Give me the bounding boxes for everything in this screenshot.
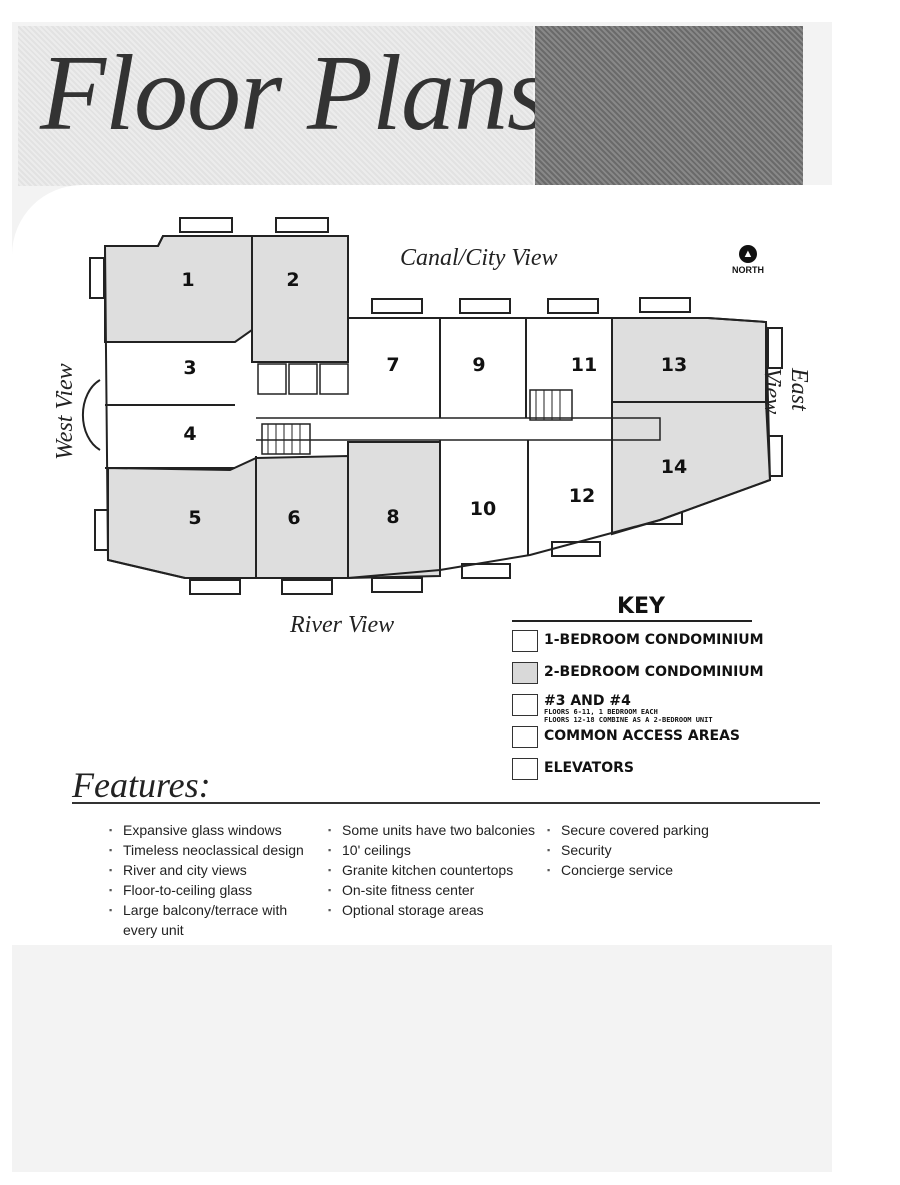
unit-number: 1 — [181, 269, 195, 291]
feature-item: Large balcony/terrace with every unit — [107, 900, 317, 940]
legend-sublabel: FLOORS 6-11, 1 BEDROOM EACH — [544, 708, 658, 716]
unit-number: 2 — [286, 269, 300, 291]
unit-number: 9 — [472, 354, 486, 376]
balcony — [639, 297, 691, 313]
features-column: Secure covered parking Security Concierg… — [545, 820, 765, 880]
unit-number: 14 — [660, 456, 688, 478]
north-compass: ▲ NORTH — [730, 245, 766, 275]
legend-label-group: #3 AND #4 FLOORS 6-11, 1 BEDROOM EACH FL… — [544, 694, 713, 724]
features-heading: Features: — [72, 765, 211, 805]
unit-number: 3 — [183, 357, 197, 379]
unit-number: 12 — [568, 485, 596, 507]
legend-sublabel: FLOORS 12-18 COMBINE AS A 2-BEDROOM UNIT — [544, 716, 713, 724]
north-label: NORTH — [732, 265, 764, 275]
legend-swatch — [512, 726, 538, 748]
balcony — [461, 563, 511, 579]
feature-item: Expansive glass windows — [107, 820, 317, 840]
west-view-label: West View — [52, 363, 78, 460]
unit-number: 8 — [386, 506, 400, 528]
unit-number: 13 — [660, 354, 688, 376]
feature-item: River and city views — [107, 860, 317, 880]
legend-item: ELEVATORS — [512, 758, 752, 790]
legend: KEY 1-BEDROOM CONDOMINIUM 2-BEDROOM COND… — [512, 594, 764, 790]
river-view-label: River View — [290, 612, 395, 638]
unit-number: 5 — [188, 507, 202, 529]
unit-number: 10 — [469, 498, 497, 520]
floor-plan-drawing — [81, 217, 783, 595]
canal-city-view-label: Canal/City View — [400, 245, 558, 271]
feature-item: Secure covered parking — [545, 820, 765, 840]
unit-number: 6 — [287, 507, 301, 529]
legend-title: KEY — [512, 594, 752, 622]
legend-swatch — [512, 662, 538, 684]
divider — [72, 802, 820, 804]
features-column: Some units have two balconies 10' ceilin… — [326, 820, 541, 920]
north-arrow-icon: ▲ — [739, 245, 757, 263]
feature-item: Some units have two balconies — [326, 820, 541, 840]
legend-label: 2-BEDROOM CONDOMINIUM — [544, 664, 764, 680]
balcony — [547, 298, 599, 314]
feature-item: Floor-to-ceiling glass — [107, 880, 317, 900]
unit-number: 11 — [570, 354, 598, 376]
feature-item: Granite kitchen countertops — [326, 860, 541, 880]
legend-swatch — [512, 630, 538, 652]
legend-label: ELEVATORS — [544, 760, 634, 776]
feature-item: On-site fitness center — [326, 880, 541, 900]
balcony — [767, 327, 783, 369]
legend-label: 1-BEDROOM CONDOMINIUM — [544, 632, 764, 648]
legend-item: COMMON ACCESS AREAS — [512, 726, 752, 758]
legend-item: 1-BEDROOM CONDOMINIUM — [512, 630, 764, 662]
legend-item: 2-BEDROOM CONDOMINIUM — [512, 662, 764, 694]
unit-number: 7 — [386, 354, 400, 376]
balcony — [281, 579, 333, 595]
feature-item: 10' ceilings — [326, 840, 541, 860]
legend-label: COMMON ACCESS AREAS — [544, 728, 740, 744]
feature-item: Security — [545, 840, 765, 860]
decorative-block — [535, 26, 803, 186]
balcony — [371, 577, 423, 593]
balcony — [459, 298, 511, 314]
unit-number: 4 — [183, 423, 197, 445]
legend-item: #3 AND #4 FLOORS 6-11, 1 BEDROOM EACH FL… — [512, 694, 752, 726]
balcony — [189, 579, 241, 595]
balcony — [275, 217, 329, 233]
title-band — [18, 26, 533, 186]
legend-label: #3 AND #4 — [544, 693, 631, 709]
feature-item: Timeless neoclassical design — [107, 840, 317, 860]
balcony — [89, 257, 105, 299]
feature-item: Optional storage areas — [326, 900, 541, 920]
legend-swatch — [512, 758, 538, 780]
east-view-label: East View — [759, 368, 812, 415]
balcony — [551, 541, 601, 557]
feature-item: Concierge service — [545, 860, 765, 880]
page-title: Floor Plans — [40, 34, 549, 153]
legend-swatch — [512, 694, 538, 716]
balcony — [371, 298, 423, 314]
features-column: Expansive glass windows Timeless neoclas… — [107, 820, 317, 940]
balcony — [179, 217, 233, 233]
